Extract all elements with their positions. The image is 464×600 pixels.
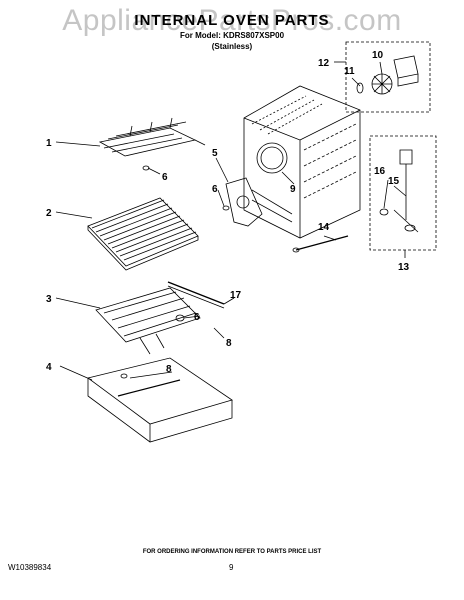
callout-9: 9: [290, 184, 296, 195]
fan-cover: [225, 177, 263, 227]
callout-10: 10: [372, 50, 384, 61]
oven-rack: [87, 197, 199, 271]
callout-17: 17: [230, 290, 242, 301]
callout-2: 2: [46, 208, 52, 219]
broil-element: [98, 117, 206, 171]
callout-13: 13: [398, 262, 410, 273]
page-title: INTERNAL OVEN PARTS: [134, 12, 330, 29]
callout-6a: 6: [162, 172, 168, 183]
document-number: W10389834: [8, 563, 52, 572]
bottom-cover: [87, 357, 233, 443]
sensor-assembly: [369, 135, 437, 251]
fan-motor-assembly: [345, 41, 431, 113]
model-line: For Model: KDRS807XSP00: [179, 31, 285, 40]
callout-3: 3: [46, 294, 52, 305]
callout-4: 4: [46, 362, 52, 373]
callout-16: 16: [374, 166, 386, 177]
callout-8b: 8: [166, 364, 172, 375]
callout-8a: 8: [226, 338, 232, 349]
oven-cavity: [243, 85, 361, 239]
callout-14: 14: [318, 222, 330, 233]
ordering-note: FOR ORDERING INFORMATION REFER TO PARTS …: [142, 549, 322, 555]
element-bracket: [167, 281, 225, 305]
temperature-probe: [292, 235, 349, 253]
callout-11: 11: [344, 66, 355, 77]
callout-6b: 6: [212, 184, 218, 195]
callout-12: 12: [318, 58, 330, 69]
variant-line: (Stainless): [211, 42, 253, 51]
callout-15: 15: [388, 176, 400, 187]
page-number: 9: [229, 563, 234, 572]
bake-element: [95, 287, 201, 355]
callout-6c: 6: [194, 312, 200, 323]
callout-5: 5: [212, 148, 218, 159]
callout-1: 1: [46, 138, 52, 149]
